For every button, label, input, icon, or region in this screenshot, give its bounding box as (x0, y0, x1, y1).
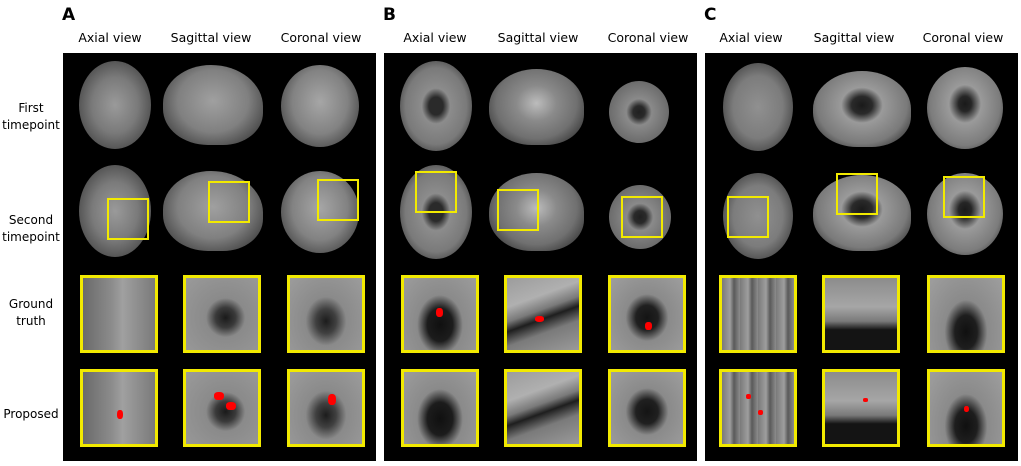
panel-b (384, 53, 697, 461)
roi-box-a-coronal (317, 179, 359, 221)
mri-sagittal-first (813, 71, 911, 147)
roi-box-a-sagittal (208, 181, 250, 223)
mri-coronal-second (281, 171, 359, 253)
panel-label-c: C (704, 5, 717, 25)
roi-box-b-sagittal (497, 189, 539, 231)
zoom-a-coronal-proposed (287, 369, 365, 447)
lesion-mark (535, 316, 544, 322)
zoom-b-sagittal-proposed (504, 369, 582, 447)
mri-sagittal-second (489, 173, 584, 251)
mri-axial-first (400, 61, 472, 151)
mri-axial-second (79, 165, 151, 257)
zoom-b-coronal-proposed (608, 369, 686, 447)
mri-coronal-first (281, 65, 359, 147)
panel-label-a: A (62, 5, 76, 25)
zoom-a-sagittal-ground-truth (183, 275, 261, 353)
zoom-b-axial-ground-truth (401, 275, 479, 353)
roi-box-c-axial (727, 196, 769, 238)
mri-axial-first (723, 63, 793, 151)
zoom-a-axial-proposed (80, 369, 158, 447)
zoom-a-axial-ground-truth (80, 275, 158, 353)
view-label-c-axial: Axial view (719, 30, 783, 45)
roi-box-b-axial (415, 171, 457, 213)
roi-box-b-coronal (621, 196, 663, 238)
roi-box-a-axial (107, 198, 149, 240)
mri-coronal-second (927, 173, 1003, 255)
zoom-c-coronal-ground-truth (927, 275, 1005, 353)
view-label-b-axial: Axial view (403, 30, 467, 45)
lesion-mark (863, 398, 868, 402)
view-label-c-sagittal: Sagittal view (813, 30, 895, 45)
mri-coronal-first (927, 67, 1003, 149)
mri-sagittal-first (163, 65, 263, 145)
lesion-mark (436, 308, 443, 317)
panel-label-b: B (383, 5, 396, 25)
lesion-mark (226, 402, 236, 410)
zoom-a-sagittal-proposed (183, 369, 261, 447)
mri-axial-second (723, 173, 793, 259)
panel-a (63, 53, 376, 461)
zoom-b-sagittal-ground-truth (504, 275, 582, 353)
mri-coronal-second (609, 185, 671, 249)
lesion-mark (214, 392, 224, 400)
zoom-c-sagittal-ground-truth (822, 275, 900, 353)
zoom-c-axial-proposed (719, 369, 797, 447)
lesion-mark (328, 394, 336, 405)
zoom-c-sagittal-proposed (822, 369, 900, 447)
lesion-mark (645, 322, 652, 330)
lesion-mark (758, 410, 763, 415)
view-label-b-coronal: Coronal view (607, 30, 689, 45)
panel-c (705, 53, 1018, 461)
view-label-a-coronal: Coronal view (280, 30, 362, 45)
mri-axial-first (79, 61, 151, 149)
zoom-c-coronal-proposed (927, 369, 1005, 447)
view-label-b-sagittal: Sagittal view (497, 30, 579, 45)
lesion-mark (746, 394, 751, 399)
mri-sagittal-second (163, 171, 263, 251)
zoom-b-coronal-ground-truth (608, 275, 686, 353)
lesion-mark (117, 410, 123, 419)
roi-box-c-coronal (943, 176, 985, 218)
roi-box-c-sagittal (836, 173, 878, 215)
zoom-c-axial-ground-truth (719, 275, 797, 353)
row-label-proposed: Proposed (3, 407, 59, 421)
view-label-a-axial: Axial view (78, 30, 142, 45)
mri-sagittal-first (489, 69, 584, 145)
view-label-a-sagittal: Sagittal view (170, 30, 252, 45)
mri-coronal-first (609, 81, 669, 143)
zoom-b-axial-proposed (401, 369, 479, 447)
view-label-c-coronal: Coronal view (922, 30, 1004, 45)
lesion-mark (964, 406, 969, 412)
zoom-a-coronal-ground-truth (287, 275, 365, 353)
